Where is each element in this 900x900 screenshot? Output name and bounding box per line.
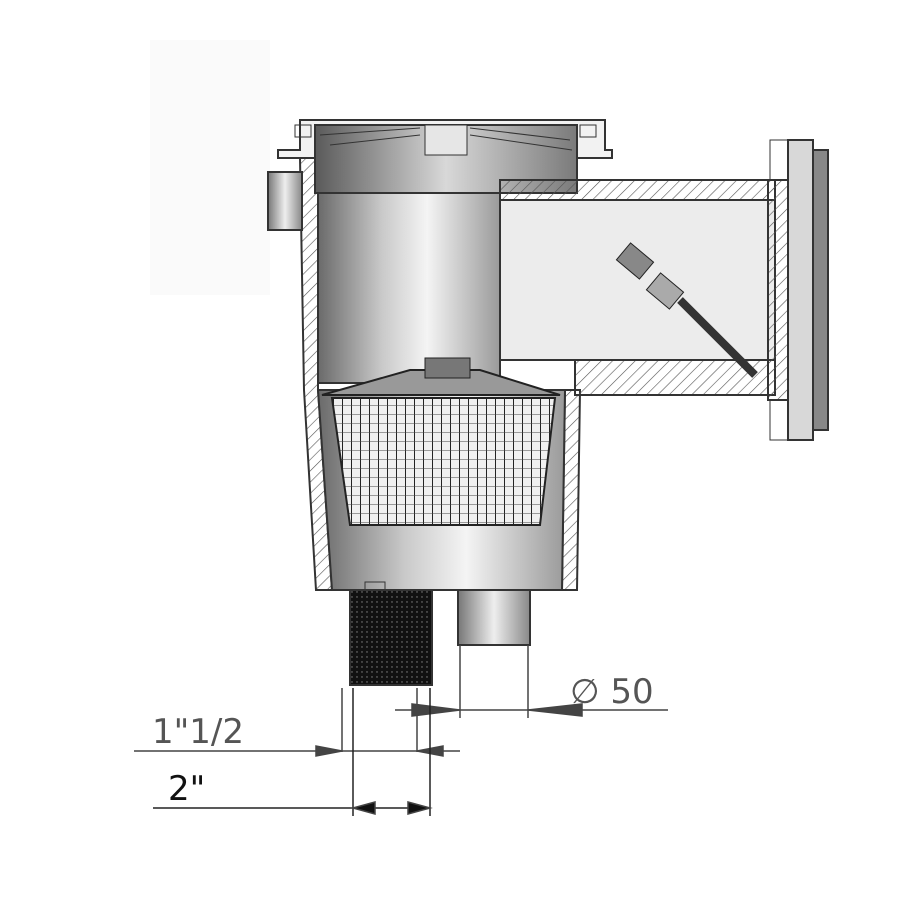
- skimmer-flap: [615, 242, 758, 378]
- dimension-label-1-1-2-inch: 1"1/2: [152, 712, 244, 752]
- dimension-label-2-inch: 2": [168, 769, 205, 809]
- front-flange: [767, 139, 829, 441]
- outlet-pipe-50: [457, 589, 531, 646]
- mouth-duct: [499, 179, 776, 396]
- side-nozzle: [267, 171, 303, 231]
- dimension-label-diameter-50: ∅ 50: [570, 672, 654, 712]
- threaded-outlet: [349, 581, 433, 686]
- background-panel: [150, 40, 270, 295]
- basket: [321, 357, 561, 526]
- dimension-lines: [134, 645, 668, 816]
- weir-cylinder: [317, 192, 501, 384]
